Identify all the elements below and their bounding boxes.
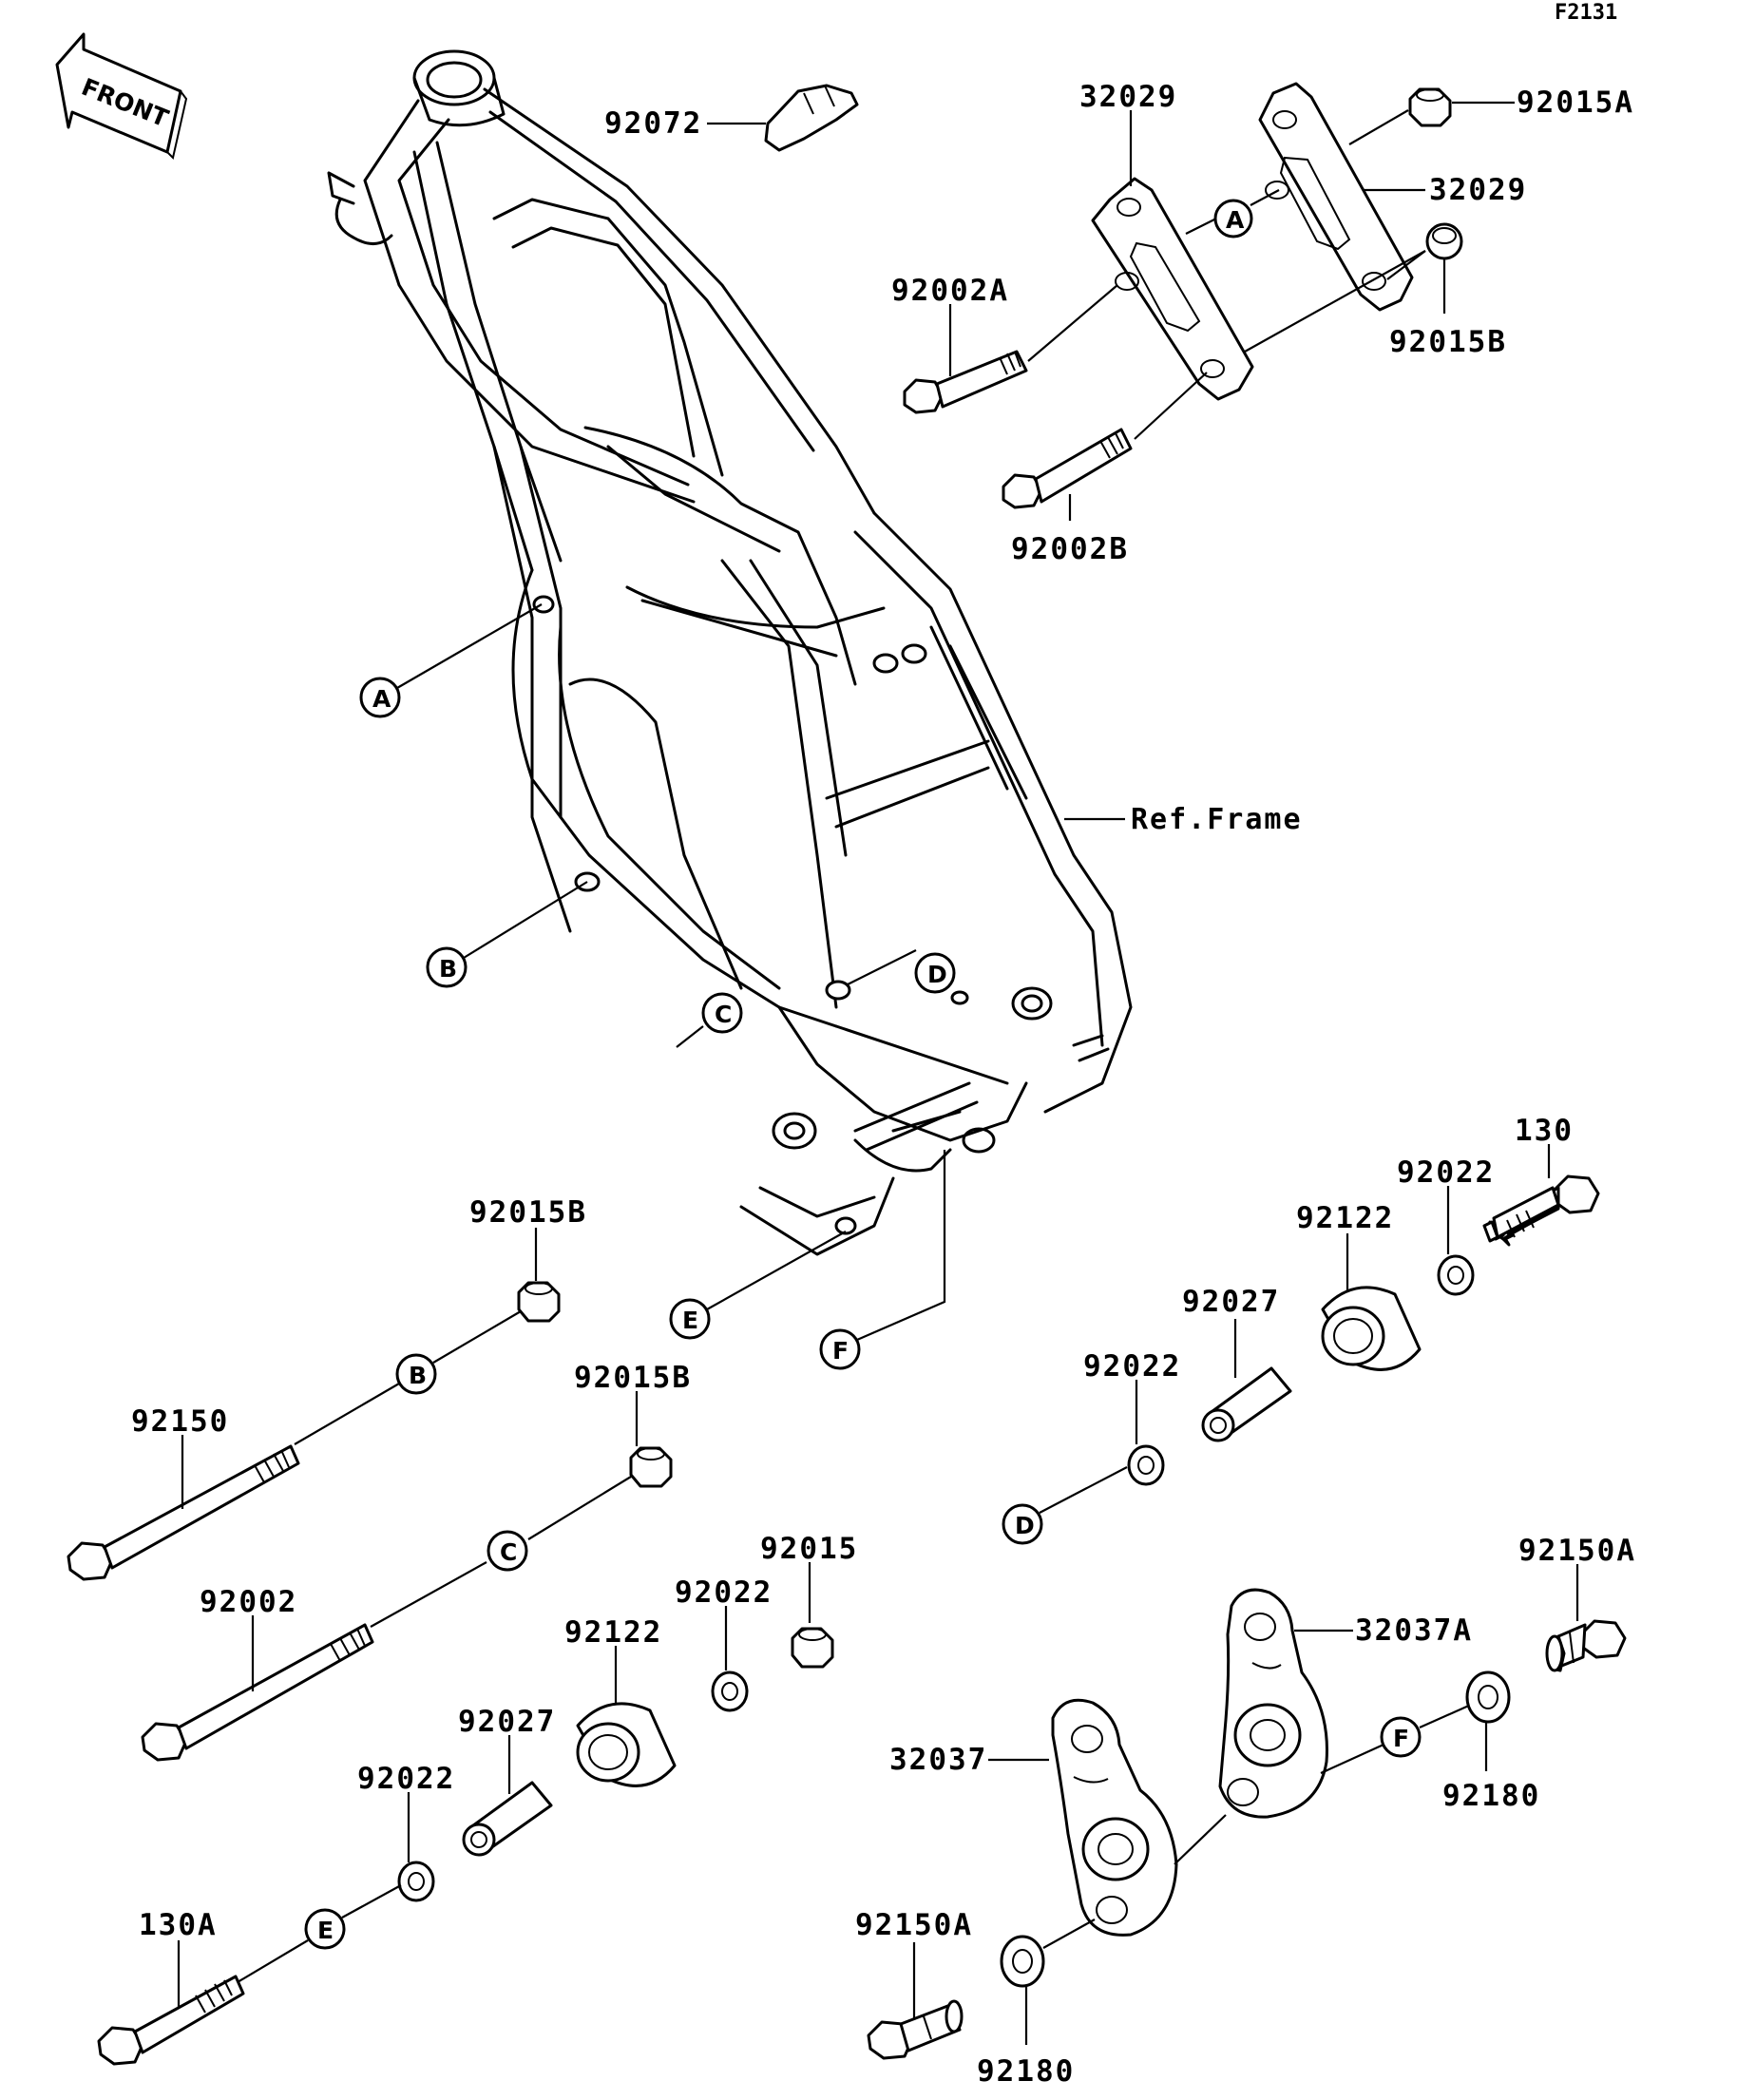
connector-a-top bbox=[1213, 199, 1253, 239]
nut-92015B-top bbox=[1425, 222, 1463, 260]
connector-f-bolt bbox=[1380, 1716, 1422, 1758]
label-32029-top: 32029 bbox=[1079, 80, 1177, 114]
label-92072: 92072 bbox=[604, 106, 702, 141]
connector-d-bolt bbox=[1002, 1503, 1043, 1545]
washer-92022-2 bbox=[397, 1861, 435, 1902]
letter-e-bolt: E bbox=[317, 1917, 334, 1944]
letter-a-frame: A bbox=[372, 685, 391, 713]
collar-92027-1 bbox=[462, 1781, 553, 1857]
label-92015B-top: 92015B bbox=[1389, 325, 1507, 359]
clamp-92072 bbox=[707, 84, 859, 152]
nut-92015B-b bbox=[517, 1281, 561, 1323]
label-92022-3: 92022 bbox=[1397, 1155, 1495, 1190]
letter-b-bolt: B bbox=[409, 1362, 427, 1389]
letter-d-bolt: D bbox=[1015, 1512, 1035, 1539]
connector-f-frame bbox=[819, 1328, 861, 1370]
bolt-130 bbox=[1482, 1174, 1600, 1247]
label-32037A: 32037A bbox=[1355, 1613, 1473, 1648]
letter-c-frame: C bbox=[715, 1001, 732, 1028]
label-32037: 32037 bbox=[889, 1743, 987, 1777]
label-92027-2: 92027 bbox=[1182, 1285, 1280, 1319]
letter-e-frame: E bbox=[682, 1307, 698, 1334]
connector-a-frame bbox=[359, 677, 401, 718]
label-92027-1: 92027 bbox=[458, 1705, 556, 1739]
letter-a-top: A bbox=[1226, 206, 1245, 234]
connector-e-frame bbox=[669, 1298, 711, 1340]
label-92150A-1: 92150A bbox=[1518, 1534, 1636, 1568]
bolt-92150 bbox=[67, 1444, 300, 1581]
label-92122-2: 92122 bbox=[1296, 1201, 1394, 1235]
collar-92122-1 bbox=[576, 1702, 677, 1787]
label-92150A-2: 92150A bbox=[855, 1908, 973, 1942]
label-92150: 92150 bbox=[131, 1404, 229, 1439]
bolt-92002 bbox=[141, 1623, 374, 1762]
washer-92022-1 bbox=[711, 1670, 749, 1712]
front-arrow-icon: FRONT bbox=[55, 32, 188, 160]
label-92002: 92002 bbox=[200, 1585, 297, 1619]
washer-92022-4 bbox=[1127, 1444, 1165, 1486]
diagram-code: F2131 bbox=[1555, 1, 1617, 25]
connector-e-bolt bbox=[304, 1908, 346, 1950]
label-92015: 92015 bbox=[760, 1532, 858, 1566]
connector-b-frame bbox=[426, 946, 468, 988]
connector-c-frame bbox=[701, 992, 743, 1034]
label-92022-1: 92022 bbox=[675, 1575, 773, 1610]
label-92180-1: 92180 bbox=[1442, 1779, 1540, 1813]
washer-92180-bottom bbox=[1000, 1935, 1045, 1988]
connector-d-frame bbox=[914, 952, 956, 994]
frame-illustration bbox=[327, 49, 1133, 1256]
collar-92027-2 bbox=[1201, 1366, 1292, 1442]
label-92022-2: 92022 bbox=[357, 1762, 455, 1796]
label-92180-2: 92180 bbox=[977, 2054, 1075, 2089]
letter-f-bolt: F bbox=[1393, 1725, 1409, 1752]
ref-frame-label: Ref.Frame bbox=[1131, 803, 1303, 836]
bolt-130A bbox=[97, 1975, 245, 2066]
label-130: 130 bbox=[1515, 1114, 1574, 1148]
label-92022-4: 92022 bbox=[1083, 1349, 1181, 1384]
letter-d-frame: D bbox=[927, 961, 947, 988]
bolt-92002A bbox=[903, 350, 1028, 414]
letter-c-bolt: C bbox=[500, 1538, 517, 1566]
letter-f-frame: F bbox=[832, 1337, 849, 1365]
plate-32029-front bbox=[1091, 177, 1254, 401]
connector-c-bolt bbox=[487, 1530, 528, 1572]
label-92002B: 92002B bbox=[1011, 532, 1129, 566]
label-92122-1: 92122 bbox=[564, 1615, 662, 1650]
label-92015B-c: 92015B bbox=[574, 1361, 692, 1395]
label-92002A: 92002A bbox=[891, 274, 1009, 308]
connector-b-bolt bbox=[395, 1353, 437, 1395]
nut-92015B-c bbox=[629, 1446, 673, 1488]
bolt-92150A-right bbox=[1545, 1619, 1627, 1672]
plate-32029-rear bbox=[1258, 82, 1414, 312]
washer-92180-right bbox=[1465, 1670, 1511, 1724]
label-32029-right: 32029 bbox=[1429, 173, 1527, 207]
bolt-92002B bbox=[1002, 428, 1133, 509]
nut-92015A bbox=[1408, 87, 1452, 127]
label-92015A: 92015A bbox=[1517, 86, 1634, 120]
bolt-92150A-bottom bbox=[867, 1999, 964, 2060]
label-92015B-b: 92015B bbox=[469, 1195, 587, 1230]
washer-92022-3 bbox=[1437, 1254, 1475, 1296]
bracket-32037 bbox=[1051, 1698, 1178, 1937]
collar-92122-2 bbox=[1321, 1286, 1422, 1371]
letter-b-frame: B bbox=[439, 955, 457, 983]
nut-92015 bbox=[791, 1627, 834, 1669]
label-130A: 130A bbox=[139, 1908, 218, 1942]
bracket-32037A bbox=[1218, 1588, 1328, 1819]
